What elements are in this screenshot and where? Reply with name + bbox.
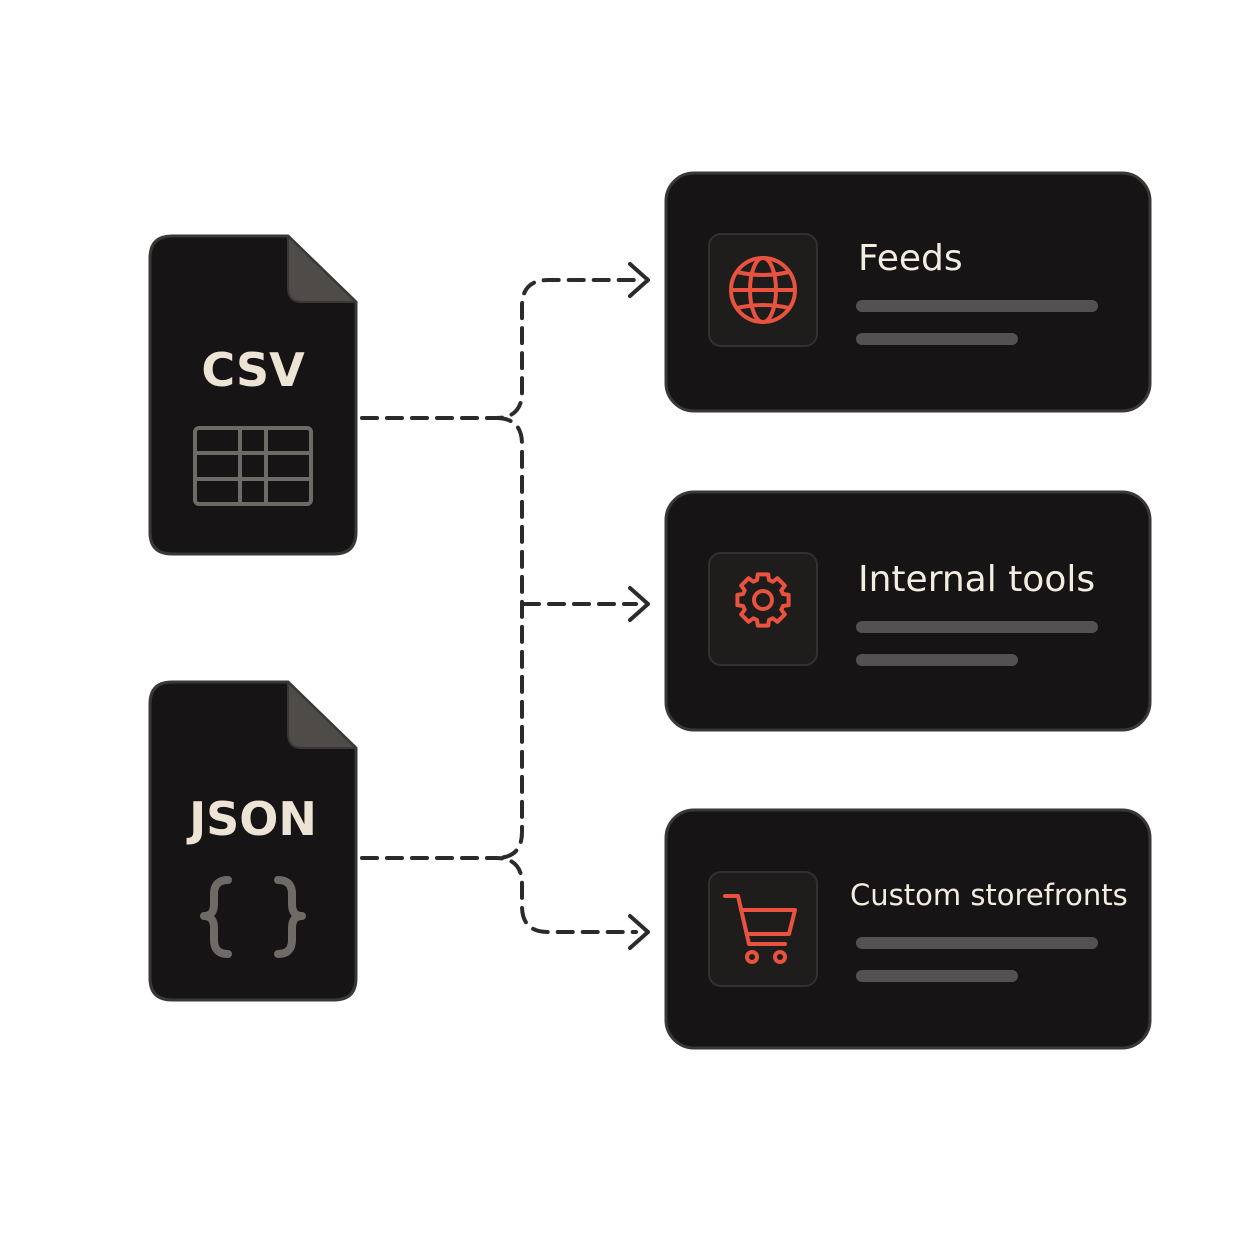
destination-card-internal-tools: Internal tools [664,490,1152,732]
json-file-fold [287,681,357,749]
csv-file-fold [287,235,357,303]
json-file: JSON [148,680,358,1002]
curly-braces-icon [200,876,306,958]
arrowhead-custom-storefronts [628,914,650,950]
arrowhead-feeds [628,262,650,298]
json-file-body [148,680,358,1002]
card-title: Feeds [858,238,963,279]
json-file-label: JSON [186,792,317,846]
table-grid-icon [193,426,313,506]
globe-icon [729,256,797,324]
destination-card-custom-storefronts: Custom storefronts [664,808,1152,1050]
arrowhead-internal-tools [628,586,650,622]
card-title: Internal tools [858,559,1095,600]
shopping-cart-icon [723,894,797,964]
card-panel [664,490,1152,732]
card-title: Custom storefronts [850,878,1128,912]
csv-file: CSV [148,234,358,556]
icon-box [708,871,818,987]
csv-file-body [148,234,358,556]
card-panel [664,808,1152,1050]
destination-card-feeds: Feeds [664,171,1152,413]
csv-file-label: CSV [201,343,305,397]
connector-json [360,856,638,934]
connector-csv [360,278,638,420]
gear-icon [735,572,791,628]
connector-trunk [494,416,524,860]
card-panel [664,171,1152,413]
connectors [360,262,650,950]
